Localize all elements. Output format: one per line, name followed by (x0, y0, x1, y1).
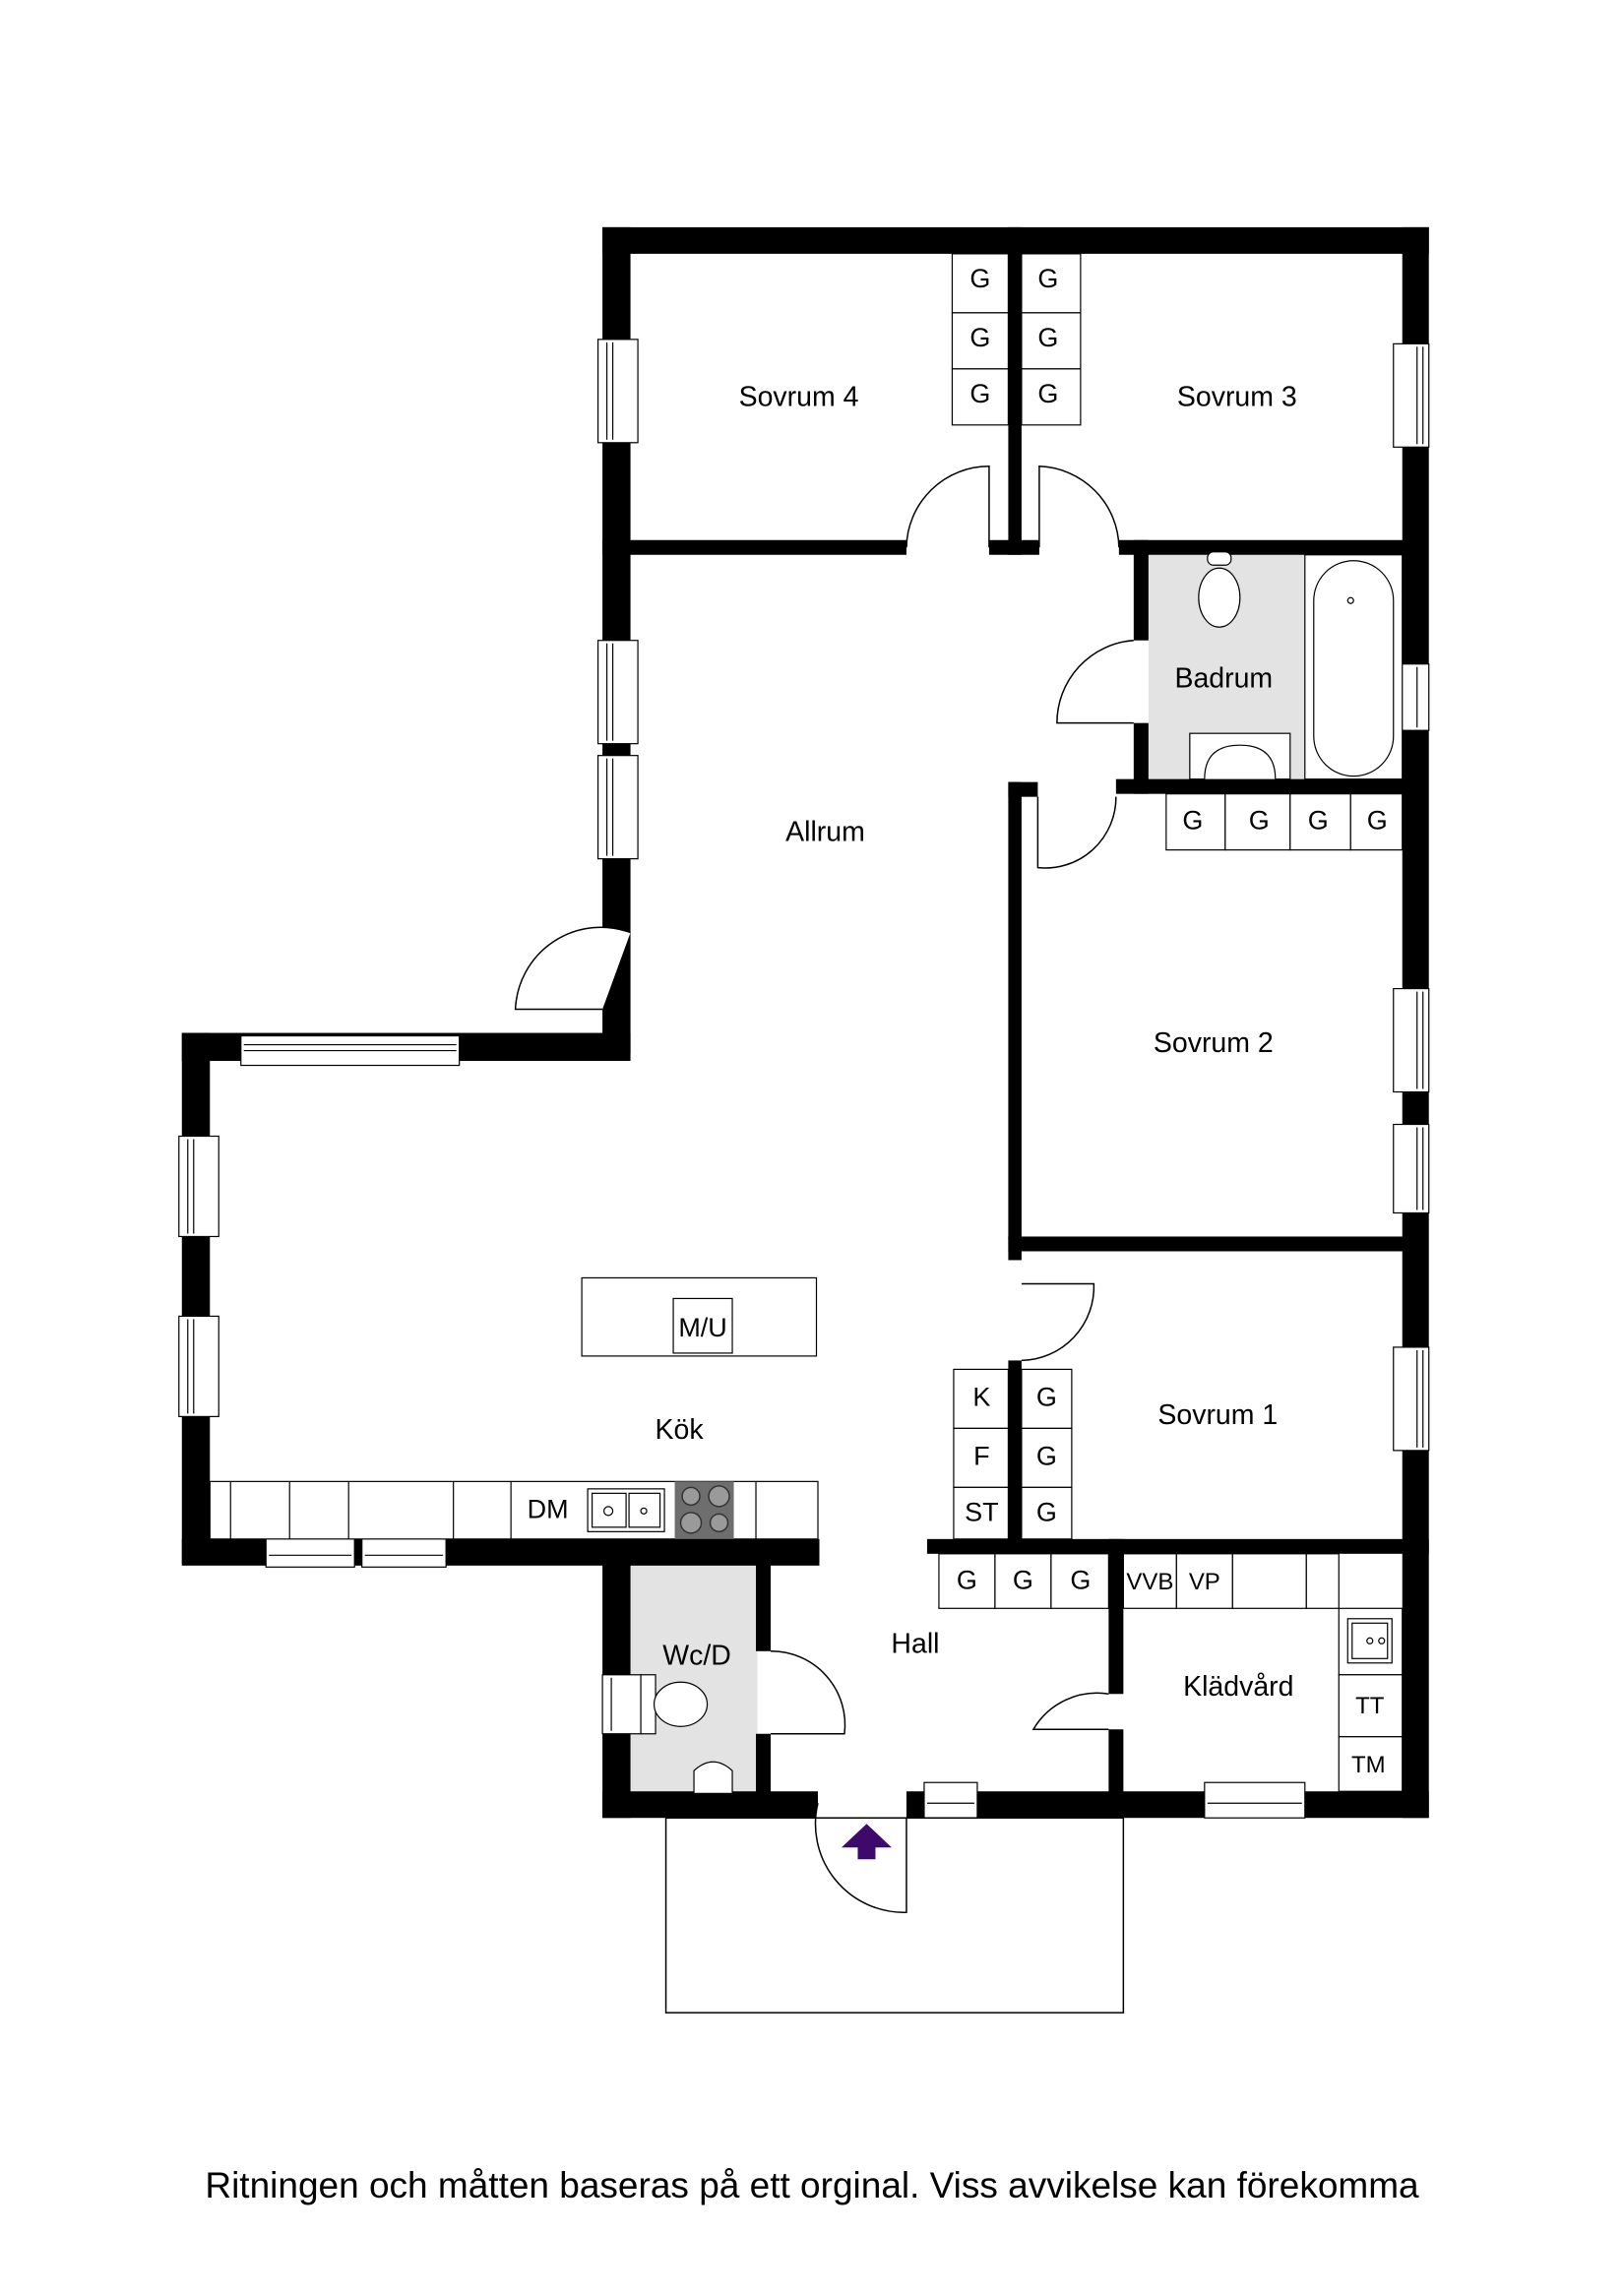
cabinet-label: ST (965, 1497, 998, 1526)
heat-pump-label: VP (1189, 1569, 1220, 1595)
room-label-kok: Kök (656, 1414, 705, 1446)
sink-icon (693, 1761, 733, 1793)
laundry-sink-icon (1346, 1618, 1393, 1664)
cabinet-label: G (1036, 1441, 1057, 1470)
dishwasher-label: DM (528, 1494, 569, 1523)
room-label-hall: Hall (891, 1628, 939, 1659)
cabinet-label: G (969, 264, 990, 293)
cabinet-label: G (1308, 805, 1329, 835)
porch (664, 1817, 1125, 2014)
room-label-sovrum-2: Sovrum 2 (1154, 1027, 1274, 1059)
hall-storage (953, 1368, 1073, 1540)
cabinet-label: G (1036, 1383, 1057, 1412)
cabinet-label: G (969, 379, 990, 408)
wc-fixtures (640, 1674, 733, 1793)
cabinet-label: G (1036, 1497, 1057, 1526)
wardrobe-sovrum4-labels: G G G G G G (969, 264, 1058, 408)
cabinet-label: G (1249, 805, 1270, 835)
wcd-floor (630, 1552, 758, 1795)
cabinet-label: G (1182, 805, 1203, 835)
cabinet-label: G (1037, 323, 1058, 352)
room-label-wcd: Wc/D (662, 1640, 731, 1671)
room-label-sovrum-1: Sovrum 1 (1157, 1399, 1278, 1431)
cabinet-label: G (1013, 1565, 1033, 1594)
microwave-box (672, 1297, 733, 1354)
toilet-icon (1198, 567, 1241, 628)
windows (178, 339, 1430, 1819)
entrance-arrow-icon (841, 1824, 892, 1860)
wardrobes-sovrum2 (1165, 793, 1404, 851)
water-heater-label: VVB (1126, 1569, 1173, 1595)
cabinet-label: K (972, 1383, 990, 1412)
washer-label: TM (1351, 1752, 1386, 1778)
room-label-sovrum-4: Sovrum 4 (739, 381, 859, 412)
cabinet-label: G (1070, 1565, 1091, 1594)
cabinet-label: G (1037, 379, 1058, 408)
room-label-sovrum-3: Sovrum 3 (1177, 381, 1297, 412)
toilet-icon (653, 1681, 709, 1727)
cabinet-label: G (1037, 264, 1058, 293)
doors (514, 465, 1134, 1913)
microwave-label: M/U (678, 1313, 726, 1342)
room-label-allrum: Allrum (785, 817, 865, 848)
badrum-fixtures (1189, 551, 1404, 780)
stove-icon (674, 1481, 734, 1539)
cabinet-label: G (957, 1565, 977, 1594)
room-label-badrum: Badrum (1174, 663, 1273, 695)
wardrobes-top (951, 253, 1082, 426)
cabinet-label: G (969, 323, 990, 352)
cabinet-label: F (973, 1441, 989, 1470)
room-label-kladvard: Klädvård (1183, 1671, 1293, 1703)
dryer-label: TT (1355, 1693, 1385, 1719)
cabinet-label: G (1367, 805, 1388, 835)
disclaimer-text: Ritningen och måtten baseras på ett orgi… (205, 2165, 1419, 2205)
